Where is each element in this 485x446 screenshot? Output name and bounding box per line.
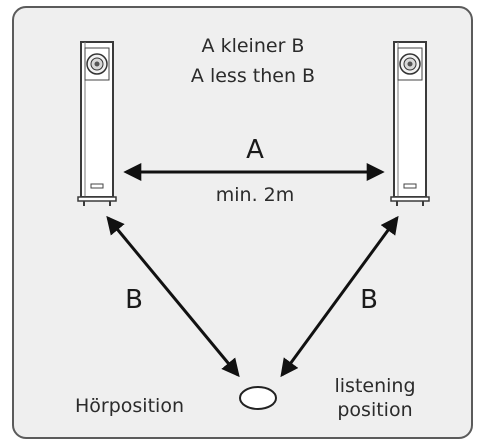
label-b-left: B <box>125 285 143 315</box>
distance-b-left-arrow <box>106 215 240 378</box>
listener-ellipse-icon <box>239 386 277 410</box>
min-distance-label: min. 2m <box>216 184 295 206</box>
header-line-2: A less then B <box>191 65 315 87</box>
listening-position-en-line1: listening <box>334 375 415 397</box>
label-a: A <box>246 135 264 165</box>
right-speaker-icon <box>390 41 430 206</box>
listening-position-en-line2: position <box>337 399 412 421</box>
label-b-right: B <box>360 285 378 315</box>
left-speaker-icon <box>77 41 117 206</box>
listening-position-de: Hörposition <box>75 395 184 417</box>
header-line-1: A kleiner B <box>202 35 305 57</box>
distance-b-right-arrow <box>280 215 399 378</box>
